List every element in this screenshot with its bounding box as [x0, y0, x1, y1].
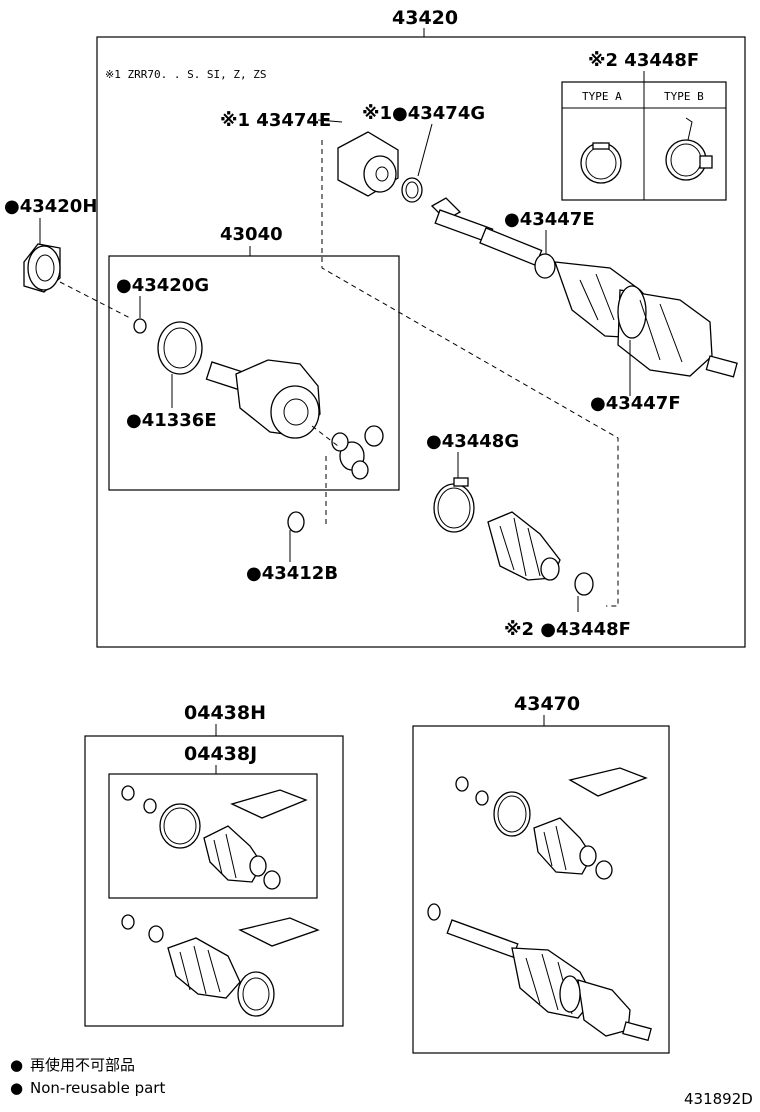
kit-04438H-parts [121, 914, 320, 1017]
label-43040[interactable]: 43040 [220, 224, 283, 245]
clamp-43447E-icon [534, 253, 556, 279]
label-43448G[interactable]: ●43448G [426, 431, 519, 452]
clamp-43448G [433, 477, 475, 533]
kit-43470: 43470 [412, 693, 670, 1054]
label-43448F-bottom[interactable]: ※2 ●43448F [504, 619, 631, 640]
label-43448F-top[interactable]: ※2 43448F [588, 50, 699, 71]
label-43420G[interactable]: ●43420G [116, 275, 209, 296]
label-04438J[interactable]: 04438J [184, 743, 257, 765]
kit-43470-frame [412, 725, 670, 1054]
clamp-43447F-icon [617, 285, 647, 339]
snap-ring-43412B [287, 511, 305, 533]
guide-43420H [59, 281, 131, 319]
leader-43474G [417, 123, 433, 177]
guide-tripod [311, 425, 339, 447]
legend-text-jp: 再使用不可部品 [30, 1056, 135, 1074]
clamp-type-a-icon [580, 142, 622, 184]
inboard-joint-housing [205, 359, 321, 439]
snap-ring-43420G [133, 318, 147, 334]
guide-main-dashed [321, 140, 619, 607]
kit-04438: 04438H 04438J [84, 702, 344, 1027]
leader-43474E [317, 119, 343, 123]
clamp-type-box: TYPE A TYPE B [561, 81, 727, 201]
legend-bullet-jp: ● [10, 1056, 23, 1074]
grease-packet-43470 [568, 767, 648, 797]
label-43420[interactable]: 43420 [392, 7, 458, 29]
applicability-note: ※1 ZRR70. . S. SI, Z, ZS [105, 68, 267, 81]
main-assembly: 43420 ※1 ZRR70. . S. SI, Z, ZS ※2 43448F… [4, 7, 746, 648]
legend-bullet-en: ● [10, 1079, 23, 1097]
legend: ● 再使用不可部品 ● Non-reusable part [10, 1056, 165, 1097]
snap-ring-43474G [401, 177, 423, 203]
bearing-43474E [337, 131, 399, 197]
label-43420H[interactable]: ●43420H [4, 196, 97, 217]
type-b-label: TYPE B [664, 90, 704, 103]
ring-41336E [157, 321, 203, 375]
outboard-stub-spline [705, 355, 738, 378]
label-41336E[interactable]: ●41336E [126, 410, 217, 431]
label-43447F[interactable]: ●43447F [590, 393, 681, 414]
grease-packet-04438H [238, 917, 320, 947]
type-a-label: TYPE A [582, 90, 622, 103]
grease-packet-04438J [230, 789, 308, 819]
dust-seal-43420H [23, 243, 61, 293]
label-43474G[interactable]: ※1●43474G [362, 103, 485, 124]
label-04438H[interactable]: 04438H [184, 702, 266, 724]
clamp-type-b-icon [665, 117, 713, 181]
kit-04438H-frame [84, 735, 344, 1027]
label-43470[interactable]: 43470 [514, 693, 580, 715]
outboard-shaft [430, 197, 738, 378]
inboard-joint-box [108, 255, 400, 491]
tripod-joint [331, 425, 384, 480]
diagram-number: 431892D [684, 1090, 753, 1108]
kit-04438J-frame [108, 773, 318, 899]
inboard-boot [487, 511, 561, 581]
label-43474E[interactable]: ※1 43474E [220, 110, 331, 131]
label-43447E[interactable]: ●43447E [504, 209, 595, 230]
label-43412B[interactable]: ●43412B [246, 563, 338, 584]
legend-text-en: Non-reusable part [30, 1079, 165, 1097]
kit-43470-parts [427, 767, 652, 1042]
main-assembly-frame [96, 36, 746, 648]
kit-04438J-parts [121, 785, 308, 890]
clamp-43448F-bottom [574, 572, 594, 596]
